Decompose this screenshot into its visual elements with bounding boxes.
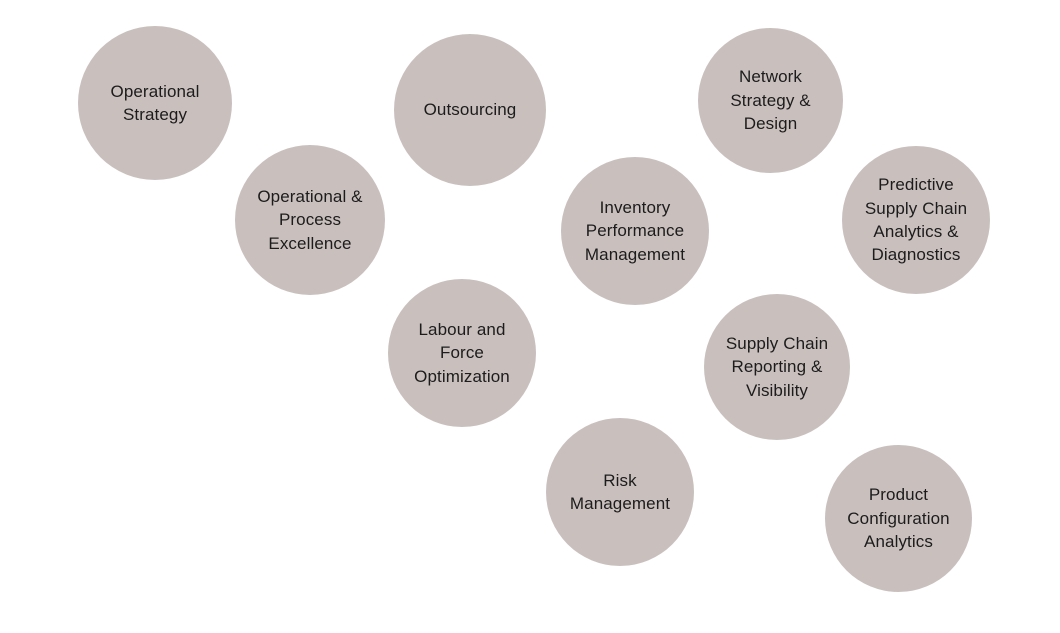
bubble-operational-process-excellence: Operational & Process Excellence [235,145,385,295]
bubble-label: Product Configuration Analytics [847,485,950,552]
bubble-label: Operational Strategy [110,81,200,124]
bubble-label: Risk Management [569,470,671,513]
bubble-predictive-supply-chain-analytics-diagnostics: Predictive Supply Chain Analytics & Diag… [842,146,990,294]
bubble-risk-management: Risk Management [546,418,694,566]
bubble-label: Network Strategy & Design [730,67,811,134]
bubble-label: Predictive Supply Chain Analytics & Diag… [864,175,968,265]
bubble-operational-strategy: Operational Strategy [78,26,232,180]
bubble-label: Inventory Performance Management [584,197,686,264]
bubble-inventory-performance-management: Inventory Performance Management [561,157,709,305]
bubble-outsourcing: Outsourcing [394,34,546,186]
bubble-product-configuration-analytics: Product Configuration Analytics [825,445,972,592]
bubble-label: Supply Chain Reporting & Visibility [725,333,829,400]
bubble-label: Operational & Process Excellence [257,186,363,253]
bubble-supply-chain-reporting-visibility: Supply Chain Reporting & Visibility [704,294,850,440]
bubble-labour-and-force-optimization: Labour and Force Optimization [388,279,536,427]
bubble-label: Labour and Force Optimization [414,319,510,386]
bubble-network-strategy-design: Network Strategy & Design [698,28,843,173]
bubble-label: Outsourcing [423,100,517,120]
